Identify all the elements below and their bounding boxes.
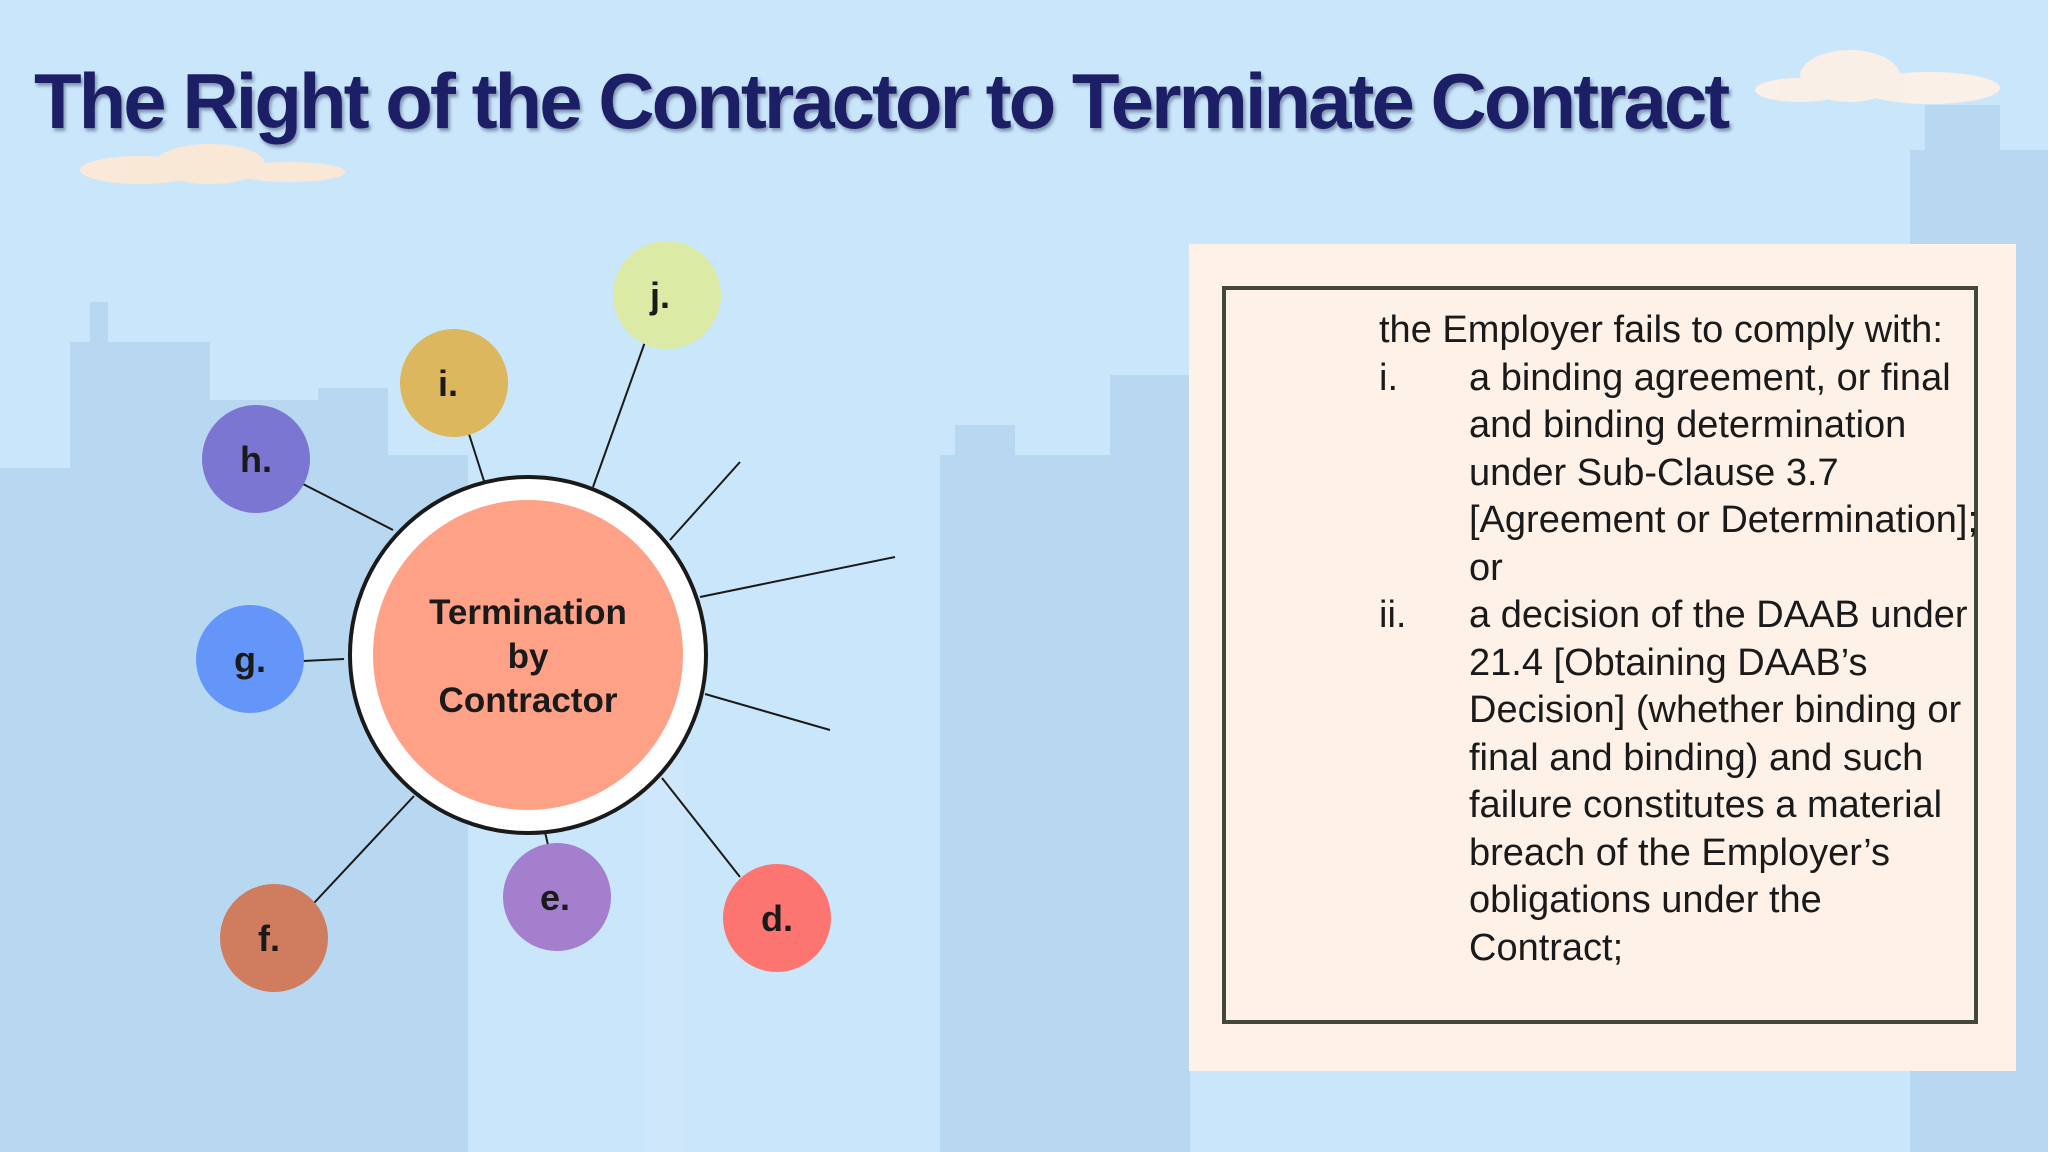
cloud-right (1755, 50, 2000, 104)
cloud-left (80, 144, 345, 184)
node-g-label: g. (234, 639, 266, 680)
node-j-circle (613, 241, 721, 349)
center-label-line-3: Contractor (439, 681, 618, 720)
node-d: d. (723, 864, 831, 972)
skyline-pillar (645, 760, 685, 1152)
connector-f (313, 795, 415, 904)
list-item-marker: i. (1379, 356, 1398, 399)
node-e: e. (503, 843, 611, 951)
slide-title: The Right of the Contractor to Terminate… (34, 57, 1730, 145)
connector-empty-1 (669, 461, 741, 541)
node-h: h. (202, 405, 310, 513)
connector-i (468, 433, 485, 482)
node-e-circle (503, 843, 611, 951)
center-label-line-1: Termination (429, 593, 627, 632)
node-h-circle (202, 405, 310, 513)
connector-h (302, 483, 394, 531)
node-i: i. (400, 329, 508, 437)
list-item: i. a binding agreement, or final and bin… (1379, 355, 1979, 593)
list-item-marker: ii. (1379, 594, 1407, 636)
text-panel-border (1222, 286, 1978, 1024)
list-item-text: a decision of the DAAB under 21.4 [Obtai… (1469, 594, 1968, 969)
node-h-label: h. (240, 439, 272, 480)
connector-empty-3 (704, 693, 831, 731)
connector-e (544, 831, 549, 846)
connector-empty-2 (699, 556, 896, 598)
node-g-circle (196, 605, 304, 713)
node-d-label: d. (761, 898, 793, 939)
node-j: j. (613, 241, 721, 349)
connector-g (302, 658, 345, 662)
node-g: g. (196, 605, 304, 713)
list-item: ii. a decision of the DAAB under 21.4 [O… (1379, 592, 1979, 972)
text-panel (1189, 244, 2016, 1071)
node-f-label: f. (258, 918, 280, 959)
node-f: f. (220, 884, 328, 992)
node-i-circle (400, 329, 508, 437)
node-e-label: e. (540, 877, 570, 918)
node-f-circle (220, 884, 328, 992)
connector-j (592, 341, 646, 488)
connector-d (661, 777, 741, 878)
node-j-label: j. (649, 275, 670, 316)
panel-intro: the Employer fails to comply with: (1379, 309, 1943, 351)
center-circle (373, 500, 683, 810)
center-label-line-2: by (508, 637, 549, 676)
text-panel-content: the Employer fails to comply with: i. a … (1379, 307, 1979, 972)
connector-lines (302, 341, 896, 904)
node-d-circle (723, 864, 831, 972)
list-item-text: a binding agreement, or final and bindin… (1469, 356, 1979, 589)
node-i-label: i. (438, 363, 458, 404)
